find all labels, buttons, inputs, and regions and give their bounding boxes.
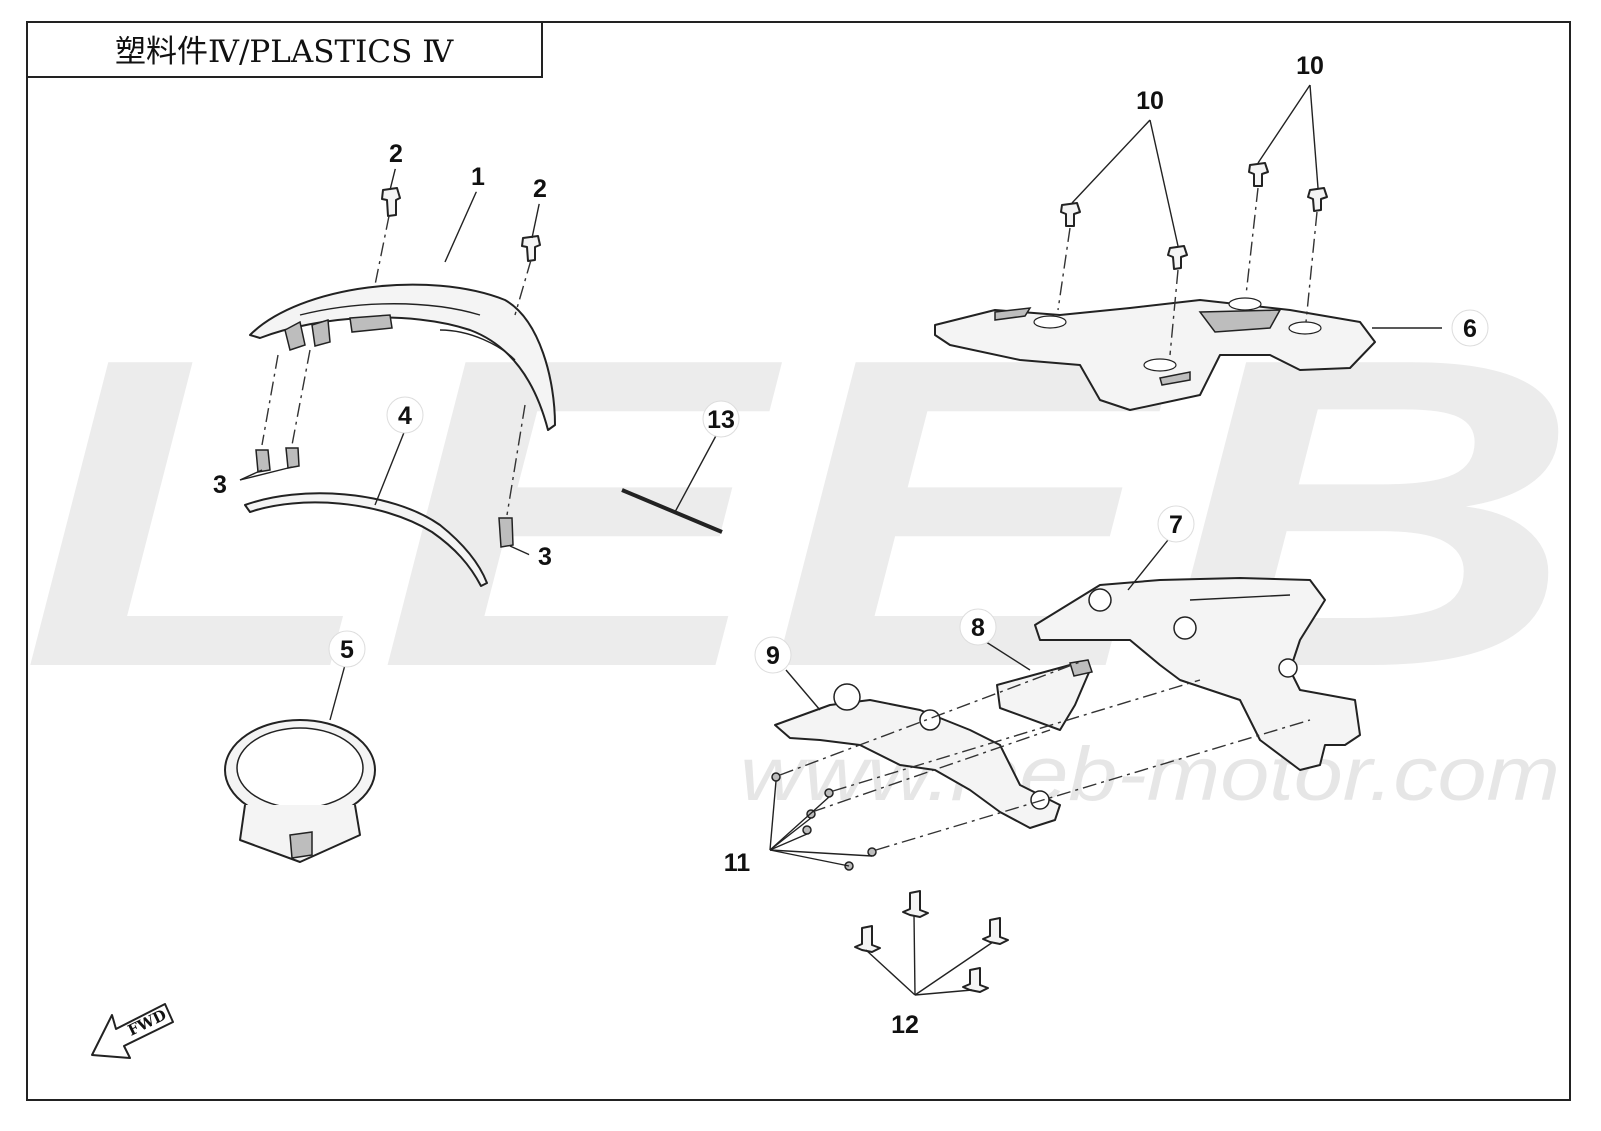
part-6-rack-plate bbox=[934, 297, 1376, 411]
callout-4: 4 bbox=[398, 402, 412, 430]
callout-10-left: 10 bbox=[1136, 87, 1164, 115]
part-2-rivet-left bbox=[381, 187, 401, 217]
part-1-rear-cover bbox=[249, 283, 556, 431]
title-box: 塑料件Ⅳ/PLASTICS Ⅳ bbox=[26, 21, 543, 78]
part-9-subframe bbox=[774, 683, 1061, 829]
part-10-rivets bbox=[1060, 162, 1328, 270]
callout-9: 9 bbox=[766, 642, 780, 670]
part-3-clips-left bbox=[255, 447, 300, 473]
part-4-trim-strip bbox=[244, 492, 488, 587]
part-13-rod bbox=[621, 488, 723, 534]
callout-8: 8 bbox=[971, 614, 985, 642]
part-2-rivet-right bbox=[521, 235, 541, 262]
part-5-ring bbox=[224, 719, 376, 863]
callout-1: 1 bbox=[471, 163, 485, 191]
assembly-lines bbox=[261, 187, 1318, 851]
callout-3-left: 3 bbox=[213, 471, 227, 499]
part-12-bolts bbox=[854, 890, 1009, 993]
part-8-bracket bbox=[996, 659, 1093, 731]
diagram-frame bbox=[26, 21, 1571, 1101]
callout-10-right: 10 bbox=[1296, 52, 1324, 80]
callout-3-right: 3 bbox=[538, 543, 552, 571]
callout-5: 5 bbox=[340, 636, 354, 664]
part-7-rear-fender bbox=[1034, 577, 1361, 771]
fwd-arrow-icon: FWD bbox=[91, 1003, 174, 1059]
callout-2-left: 2 bbox=[389, 140, 403, 168]
part-11-screws bbox=[771, 772, 877, 871]
callouts: 1 2 2 3 3 4 5 6 7 8 9 10 10 11 12 13 bbox=[204, 47, 1489, 1042]
diagram-title: 塑料件Ⅳ/PLASTICS Ⅳ bbox=[115, 34, 454, 70]
callout-12: 12 bbox=[891, 1011, 919, 1039]
callout-7: 7 bbox=[1169, 511, 1183, 539]
callout-13: 13 bbox=[707, 406, 735, 434]
part-3-clip-right bbox=[498, 517, 514, 548]
callout-2-right: 2 bbox=[533, 175, 547, 203]
callout-6: 6 bbox=[1463, 315, 1477, 343]
callout-11: 11 bbox=[724, 849, 751, 877]
leader-lines bbox=[239, 84, 1442, 996]
